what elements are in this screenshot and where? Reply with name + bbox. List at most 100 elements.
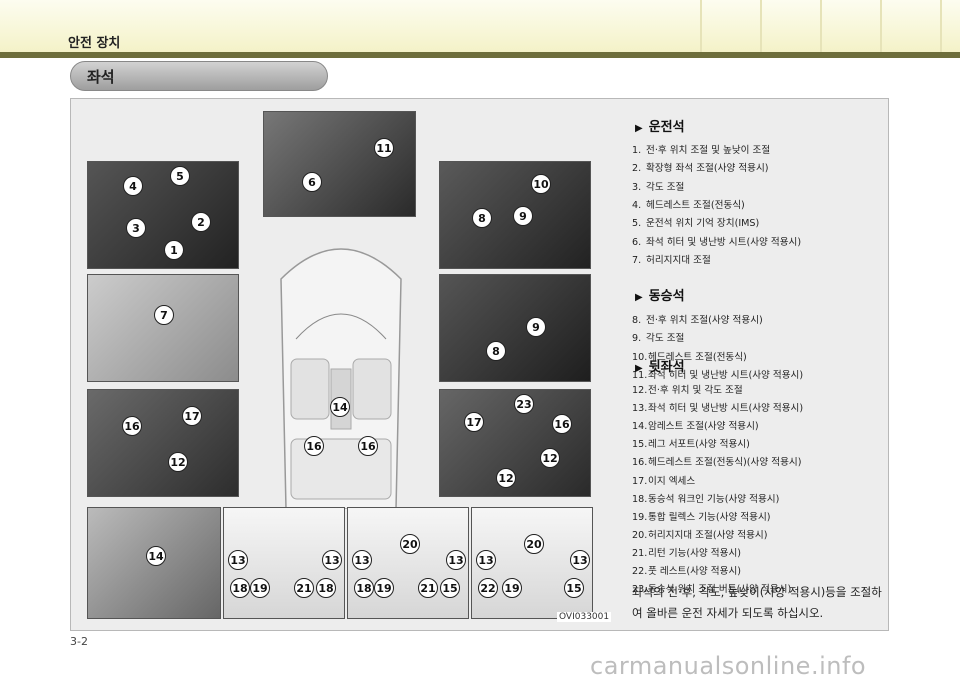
driver-list-item: 7.허리지지대 조절 (632, 252, 711, 266)
item-number: 16. (632, 457, 648, 469)
item-number: 12. (632, 385, 648, 396)
item-number: 17. (632, 475, 648, 487)
callout-14: 14 (330, 397, 350, 417)
rear-list-item: 16.헤드레스트 조절(전동식)(사양 적용시) (632, 454, 801, 468)
passenger-list-item: 10.헤드레스트 조절(전동식) (632, 349, 747, 363)
callout-23: 23 (514, 394, 534, 414)
item-text: 전·후 위치 조절 및 높낮이 조절 (646, 145, 771, 156)
item-text: 레그 서포트(사양 적용시) (648, 439, 750, 451)
callout-2: 2 (191, 212, 211, 232)
rear-list-item: 21.리턴 기능(사양 적용시) (632, 545, 741, 559)
driver-list-item: 1. 전·후 위치 조절 및 높낮이 조절 (632, 142, 770, 156)
item-number: 11. (632, 369, 648, 381)
summary-paragraph: 좌석의 전·후, 각도, 높낮이(사양 적용시)등을 조절하여 올바른 운전 자… (632, 585, 882, 620)
item-number: 20. (632, 529, 648, 541)
item-number: 10. (632, 351, 648, 363)
rear-passenger-controls-photo: 17 23 16 12 12 (439, 389, 591, 497)
item-number: 13. (632, 403, 648, 415)
rear-armrest-photo: 14 (87, 507, 221, 619)
rear-console-panel-a: 13 13 18 19 21 18 (223, 507, 345, 619)
callout-7: 7 (154, 305, 174, 325)
item-number: 9. (632, 333, 642, 345)
callout-12: 12 (496, 468, 516, 488)
callout-16: 16 (304, 436, 324, 456)
header-stripe (880, 0, 882, 52)
callout-10: 10 (531, 174, 551, 194)
callout-16: 16 (552, 414, 572, 434)
callout-13: 13 (446, 550, 466, 570)
item-number: 23. (632, 584, 648, 596)
passenger-heading: ▶동승석 (635, 289, 685, 304)
item-text: 통합 릴렉스 기능(사양 적용시) (648, 511, 771, 523)
item-text: 리턴 기능(사양 적용시) (648, 547, 742, 559)
item-text: 각도 조절 (646, 181, 685, 193)
callout-13: 13 (228, 550, 248, 570)
callout-19: 19 (250, 578, 270, 598)
callout-3: 3 (126, 218, 146, 238)
header-bar (0, 52, 960, 58)
callout-19: 19 (502, 578, 522, 598)
rear-list-item: 14.암레스트 조절(사양 적용시) (632, 418, 759, 432)
item-text: 전·후 위치 및 각도 조절 (648, 385, 743, 396)
item-text: 확장형 좌석 조절(사양 적용시) (646, 163, 769, 175)
section-title: 좌석 (87, 68, 115, 86)
rear-list-item: 17.이지 엑세스 (632, 473, 695, 487)
callout-16: 16 (358, 436, 378, 456)
item-text: 헤드레스트 조절(전동식)(사양 적용시) (648, 457, 802, 469)
item-number: 6. (632, 236, 642, 248)
callout-4: 4 (123, 176, 143, 196)
passenger-seat-controls-photo: 10 9 8 (439, 161, 591, 269)
driver-seat-controls-photo: 5 4 2 3 1 (87, 161, 239, 269)
driver-list-item: 5.운전석 위치 기억 장치(IMS) (632, 215, 759, 229)
callout-15: 15 (440, 578, 460, 598)
passenger-list-item: 8.전·후 위치 조절(사양 적용시) (632, 312, 763, 326)
item-text: 좌석 히터 및 냉난방 시트(사양 적용시) (648, 403, 804, 415)
item-text: 이지 엑세스 (648, 475, 696, 487)
item-text: 동승석 워크인 기능(사양 적용시) (648, 493, 780, 505)
header-stripe (700, 0, 702, 52)
callout-8: 8 (472, 208, 492, 228)
callout-21: 21 (294, 578, 314, 598)
item-number: 1. (632, 145, 642, 156)
callout-13: 13 (352, 550, 372, 570)
callout-21: 21 (418, 578, 438, 598)
callout-16: 16 (122, 416, 142, 436)
callout-18: 18 (354, 578, 374, 598)
item-text: 좌석 히터 및 냉난방 시트(사양 적용시) (646, 236, 802, 248)
callout-15: 15 (564, 578, 584, 598)
callout-20: 20 (524, 534, 544, 554)
item-number: 4. (632, 199, 642, 211)
rear-heading: ▶뒷좌석 (635, 360, 685, 375)
driver-list-item: 6. 좌석 히터 및 냉난방 시트(사양 적용시) (632, 234, 801, 248)
callout-11: 11 (374, 138, 394, 158)
rear-console-panel-c: 20 13 13 22 19 15 (471, 507, 593, 619)
watermark: carmanualsonline.info (590, 652, 867, 680)
rear-list-item: 22.풋 레스트(사양 적용시) (632, 563, 741, 577)
item-text: 각도 조절 (646, 333, 685, 345)
rear-list-item: 23.동승석 위치 조절 버튼(사양 적용시) (632, 581, 791, 595)
rear-list-item: 13.좌석 히터 및 냉난방 시트(사양 적용시) (632, 400, 803, 414)
item-text: 암레스트 조절(사양 적용시) (648, 421, 759, 433)
item-number: 19. (632, 511, 648, 523)
rear-list-item: 19.통합 릴렉스 기능(사양 적용시) (632, 509, 771, 523)
rear-door-seat-controls-photo: 16 17 12 (87, 389, 239, 497)
header-stripe (760, 0, 762, 52)
callout-5: 5 (170, 166, 190, 186)
lumbar-control-photo: 7 (87, 274, 239, 382)
callout-8: 8 (486, 341, 506, 361)
callout-19: 19 (374, 578, 394, 598)
callout-9: 9 (526, 317, 546, 337)
chapter-title: 안전 장치 (68, 36, 121, 51)
item-number: 7. (632, 254, 642, 266)
callout-17: 17 (182, 406, 202, 426)
item-text: 풋 레스트(사양 적용시) (648, 566, 742, 577)
car-top-view-illustration (280, 248, 402, 509)
header-stripe (820, 0, 822, 52)
callout-20: 20 (400, 534, 420, 554)
item-text: 동승석 위치 조절 버튼(사양 적용시) (648, 584, 792, 596)
item-number: 18. (632, 493, 648, 505)
page-number: 3-2 (70, 635, 88, 648)
item-text: 좌석 히터 및 냉난방 시트(사양 적용시) (648, 369, 804, 381)
passenger-list-item: 9. 각도 조절 (632, 330, 684, 344)
callout-13: 13 (476, 550, 496, 570)
